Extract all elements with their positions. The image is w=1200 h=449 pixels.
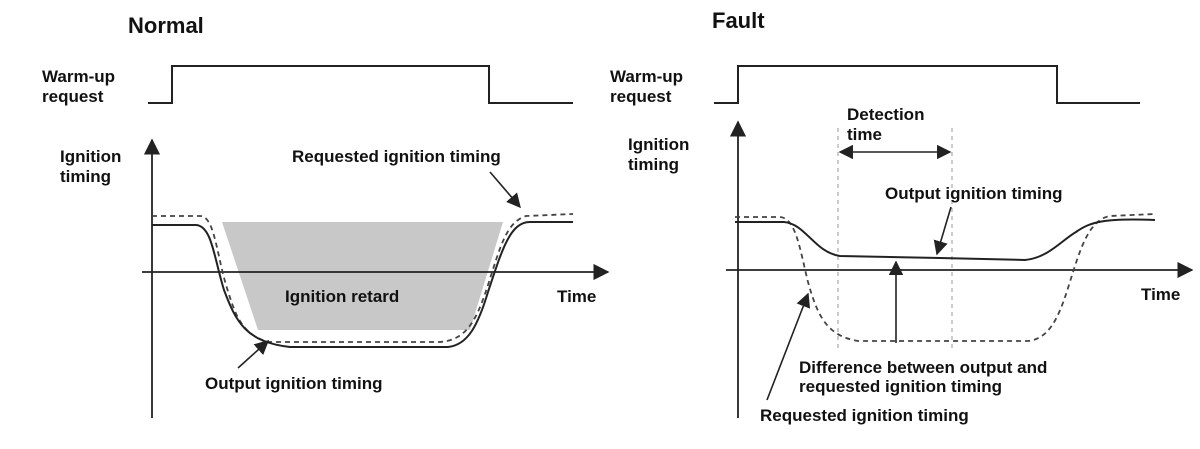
fault-detection-label-2: time: [847, 125, 882, 144]
normal-retard-label: Ignition retard: [285, 287, 399, 306]
fault-title: Fault: [712, 8, 765, 33]
fault-difference-label-2: requested ignition timing: [799, 377, 1002, 396]
fault-y-label-2: timing: [628, 155, 679, 174]
normal-requested-arrow: [489, 171, 521, 209]
fault-x-label: Time: [1141, 285, 1180, 304]
normal-output-curve: [152, 221, 573, 348]
normal-warmup-label-2: request: [42, 87, 104, 106]
fault-warmup-label-1: Warm-up: [610, 67, 683, 86]
fault-output-arrow: [933, 206, 952, 256]
normal-ignition-retard-area: [222, 222, 503, 330]
fault-detection-label-1: Detection: [847, 105, 924, 124]
fault-y-label-1: Ignition: [628, 135, 689, 154]
normal-output-label: Output ignition timing: [205, 374, 383, 393]
normal-y-label-1: Ignition: [60, 147, 121, 166]
normal-title: Normal: [128, 13, 204, 38]
fault-output-curve: [735, 218, 1156, 262]
normal-x-label: Time: [557, 287, 596, 306]
fault-requested-arrow: [766, 292, 811, 401]
fault-requested-label: Requested ignition timing: [760, 406, 969, 425]
normal-y-label-2: timing: [60, 167, 111, 186]
normal-output-arrow: [237, 340, 270, 369]
normal-requested-curve: [152, 213, 574, 343]
fault-panel: Fault Warm-up request Ignition timing De…: [610, 8, 1194, 425]
normal-warmup-signal: [148, 65, 573, 104]
normal-requested-label: Requested ignition timing: [292, 147, 501, 166]
fault-requested-curve: [735, 213, 1156, 342]
normal-warmup-label-1: Warm-up: [42, 67, 115, 86]
fault-output-label: Output ignition timing: [885, 184, 1063, 203]
fault-warmup-signal: [714, 65, 1140, 104]
fault-warmup-label-2: request: [610, 87, 672, 106]
normal-panel: Normal Warm-up request Ignition timing T…: [42, 13, 610, 418]
fault-difference-label-1: Difference between output and: [799, 358, 1047, 377]
